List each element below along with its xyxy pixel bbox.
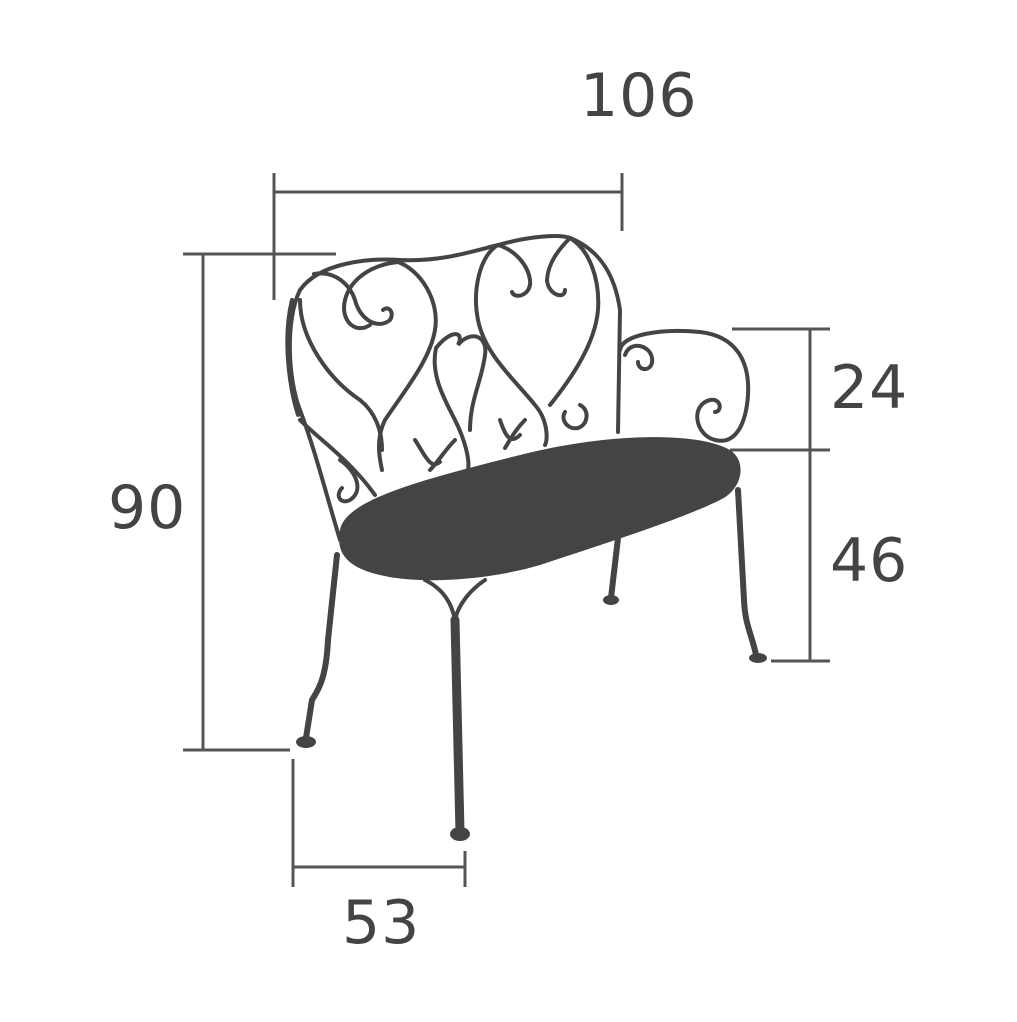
depth-dimension-line: [291, 759, 467, 887]
height-dimension-line: [183, 252, 336, 752]
backrest-left-frame: [287, 288, 342, 542]
bench-legs: [296, 487, 767, 841]
armrest-scroll: [618, 328, 751, 443]
right-heart-scroll: [474, 236, 601, 447]
seat-height-dimension-label: 46: [830, 526, 909, 596]
dimension-lines: [183, 173, 830, 887]
front-center-leg: [450, 615, 465, 837]
front-left-leg: [303, 552, 340, 741]
front-right-leg: [735, 487, 759, 658]
center-heart-scroll: [432, 332, 488, 472]
armrest-seat-dimension-line: [730, 327, 830, 663]
total-height-dimension-label: 90: [108, 473, 187, 543]
width-dimension-label: 106: [580, 61, 698, 131]
bench-illustration: [285, 234, 751, 542]
armrest-height-dimension-label: 24: [830, 353, 909, 423]
back-leg: [608, 535, 621, 601]
left-heart-scroll: [342, 260, 438, 472]
width-dimension-line: [272, 173, 624, 300]
depth-dimension-label: 53: [342, 888, 421, 958]
bench-seat: [339, 437, 741, 581]
